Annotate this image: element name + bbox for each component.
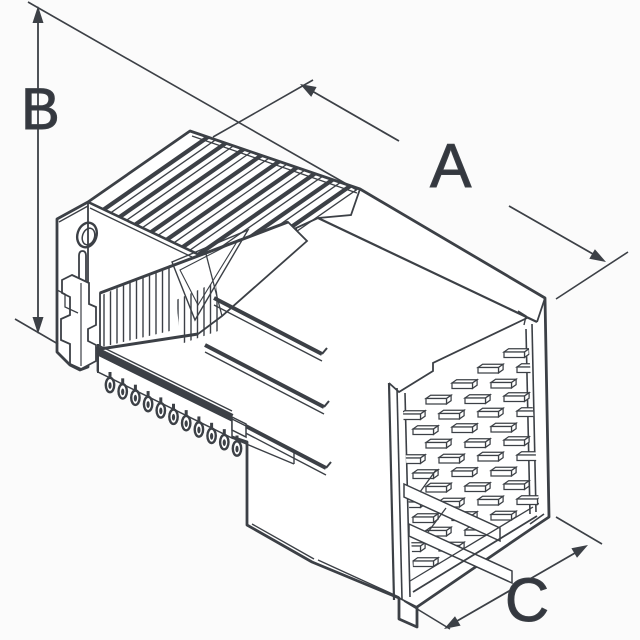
- dim-label-b: B: [21, 77, 60, 142]
- mating-cavity: [387, 317, 540, 601]
- arrowhead-b-top: [32, 6, 44, 23]
- left-face: [56, 202, 99, 371]
- dim-label-c: C: [505, 566, 549, 634]
- dim-label-a: A: [430, 132, 472, 201]
- extension-lines: [14, 1, 629, 630]
- arrowhead-b-bottom: [32, 317, 44, 334]
- arrowhead-a-left: [300, 84, 317, 97]
- dimension-callouts: B A C: [14, 1, 629, 635]
- mounting-hole: [75, 221, 99, 249]
- dimension-a: [300, 84, 606, 262]
- arrowhead-c-right: [571, 545, 588, 558]
- dimension-c: [444, 545, 588, 629]
- arrowhead-a-right: [589, 249, 606, 262]
- press-fit-pins: [104, 372, 243, 457]
- board-lock-latch: [60, 273, 97, 371]
- connector-body: [55, 129, 551, 629]
- cavity-bottom-ramps: [403, 469, 513, 585]
- arrowhead-c-left: [444, 616, 461, 629]
- dimension-b: [32, 6, 44, 334]
